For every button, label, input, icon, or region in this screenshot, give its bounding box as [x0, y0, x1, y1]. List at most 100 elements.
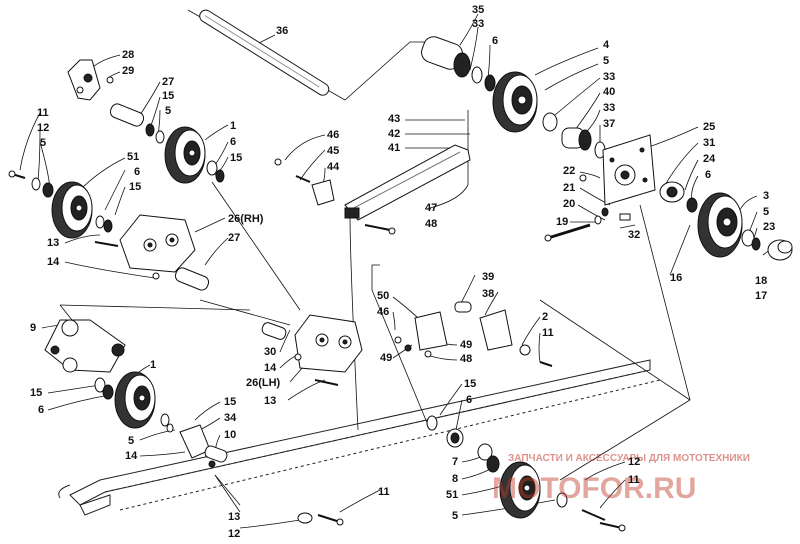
callout-36: 36 — [276, 25, 288, 37]
callout-15: 15 — [464, 378, 476, 390]
slide-rail — [58, 359, 661, 516]
bracket-25 — [602, 134, 656, 206]
callout-47: 47 — [425, 202, 437, 214]
callout-51: 51 — [446, 489, 458, 501]
callout-3: 3 — [763, 190, 769, 202]
callout-8: 8 — [452, 473, 458, 485]
wheel-51-lower — [499, 461, 541, 519]
watermark-brand: MOTOFOR.RU — [492, 472, 696, 505]
cap-18 — [767, 239, 793, 261]
callout-28: 28 — [122, 49, 134, 61]
watermark-tagline: ЗАПЧАСТИ И АКСЕССУАРЫ ДЛЯ МОТОТЕХНИКИ — [508, 453, 750, 464]
callout-6: 6 — [492, 35, 498, 47]
callout-18: 18 — [755, 275, 767, 287]
watermark: ЗАПЧАСТИ И АКСЕССУАРЫ ДЛЯ МОТОТЕХНИКИ MO… — [492, 453, 750, 505]
callout-24: 24 — [703, 153, 716, 165]
wheel-3 — [697, 192, 743, 258]
callout-22: 22 — [563, 165, 575, 177]
callout-6: 6 — [466, 394, 472, 406]
callout-12: 12 — [628, 456, 640, 468]
callout-43: 43 — [388, 113, 400, 125]
wheel-4 — [492, 71, 538, 133]
callout-4: 4 — [603, 39, 610, 51]
callout-31: 31 — [703, 137, 715, 149]
callout-39: 39 — [482, 271, 494, 283]
callout-6: 6 — [705, 169, 711, 181]
callout-11: 11 — [37, 107, 49, 119]
callout-5: 5 — [128, 435, 134, 447]
callout-20: 20 — [563, 198, 575, 210]
callout-12: 12 — [228, 528, 240, 540]
callout-29: 29 — [122, 65, 134, 77]
callout-11: 11 — [542, 327, 554, 339]
washer — [484, 74, 496, 92]
callout-21: 21 — [563, 182, 575, 194]
callout-50: 50 — [377, 290, 389, 302]
callout-10: 10 — [224, 429, 236, 441]
callout-14: 14 — [125, 450, 138, 462]
callout-14: 14 — [264, 362, 277, 374]
callout-33: 33 — [603, 71, 615, 83]
sleeve-35 — [421, 36, 471, 78]
bracket-26-lh — [294, 314, 363, 373]
callout-33: 33 — [472, 18, 484, 30]
callout-16: 16 — [670, 272, 682, 284]
callout-49: 49 — [380, 352, 392, 364]
callout-19: 19 — [556, 216, 568, 228]
link-9 — [44, 319, 126, 373]
callout-37: 37 — [603, 118, 615, 130]
callout-46: 46 — [377, 306, 389, 318]
callout-15: 15 — [30, 387, 42, 399]
callout-15: 15 — [230, 152, 242, 164]
callout-7: 7 — [452, 456, 458, 468]
callout-5: 5 — [452, 510, 458, 522]
callout-17: 17 — [755, 290, 767, 302]
wheel-1-lower — [114, 371, 156, 429]
callout-34: 34 — [224, 412, 237, 424]
washer — [471, 66, 483, 84]
watermark-brand-left: MOTO — [492, 472, 581, 505]
callout-13: 13 — [264, 395, 276, 407]
callout-13: 13 — [47, 237, 59, 249]
callout-27: 27 — [228, 232, 240, 244]
callouts: 36 35 33 6 4 5 33 40 33 37 25 31 24 6 3 … — [30, 4, 775, 540]
callout-25: 25 — [703, 121, 715, 133]
callout-2: 2 — [542, 311, 548, 323]
callout-11: 11 — [628, 474, 640, 486]
shock-arm-41 — [344, 144, 471, 221]
callout-35: 35 — [472, 4, 484, 16]
callout-6: 6 — [134, 166, 140, 178]
callout-49: 49 — [460, 339, 472, 351]
callout-48: 48 — [460, 353, 472, 365]
callout-15: 15 — [224, 396, 236, 408]
callout-1: 1 — [150, 359, 156, 371]
callout-1: 1 — [230, 120, 236, 132]
callout-51: 51 — [127, 151, 139, 163]
callout-38: 38 — [482, 288, 494, 300]
callout-23: 23 — [763, 221, 775, 233]
callout-15: 15 — [129, 181, 141, 193]
callout-5: 5 — [165, 105, 171, 117]
callout-32: 32 — [628, 229, 640, 241]
callout-5: 5 — [603, 55, 609, 67]
callout-13: 13 — [228, 511, 240, 523]
callout-27: 27 — [162, 76, 174, 88]
callout-45: 45 — [327, 145, 339, 157]
callout-12: 12 — [37, 122, 49, 134]
callout-9: 9 — [30, 322, 36, 334]
callout-6: 6 — [230, 136, 236, 148]
callout-26-rh: 26(RH) — [228, 213, 264, 225]
callout-46: 46 — [327, 129, 339, 141]
callout-5: 5 — [763, 206, 769, 218]
callout-41: 41 — [388, 142, 400, 154]
callout-30: 30 — [264, 346, 276, 358]
callout-6: 6 — [38, 404, 44, 416]
callout-48: 48 — [425, 218, 437, 230]
callout-14: 14 — [47, 256, 60, 268]
callout-26-lh: 26(LH) — [246, 377, 281, 389]
callout-44: 44 — [327, 161, 340, 173]
callout-11: 11 — [378, 486, 390, 498]
wheel-1-upper — [164, 126, 206, 184]
wheel-51-left — [51, 181, 93, 239]
